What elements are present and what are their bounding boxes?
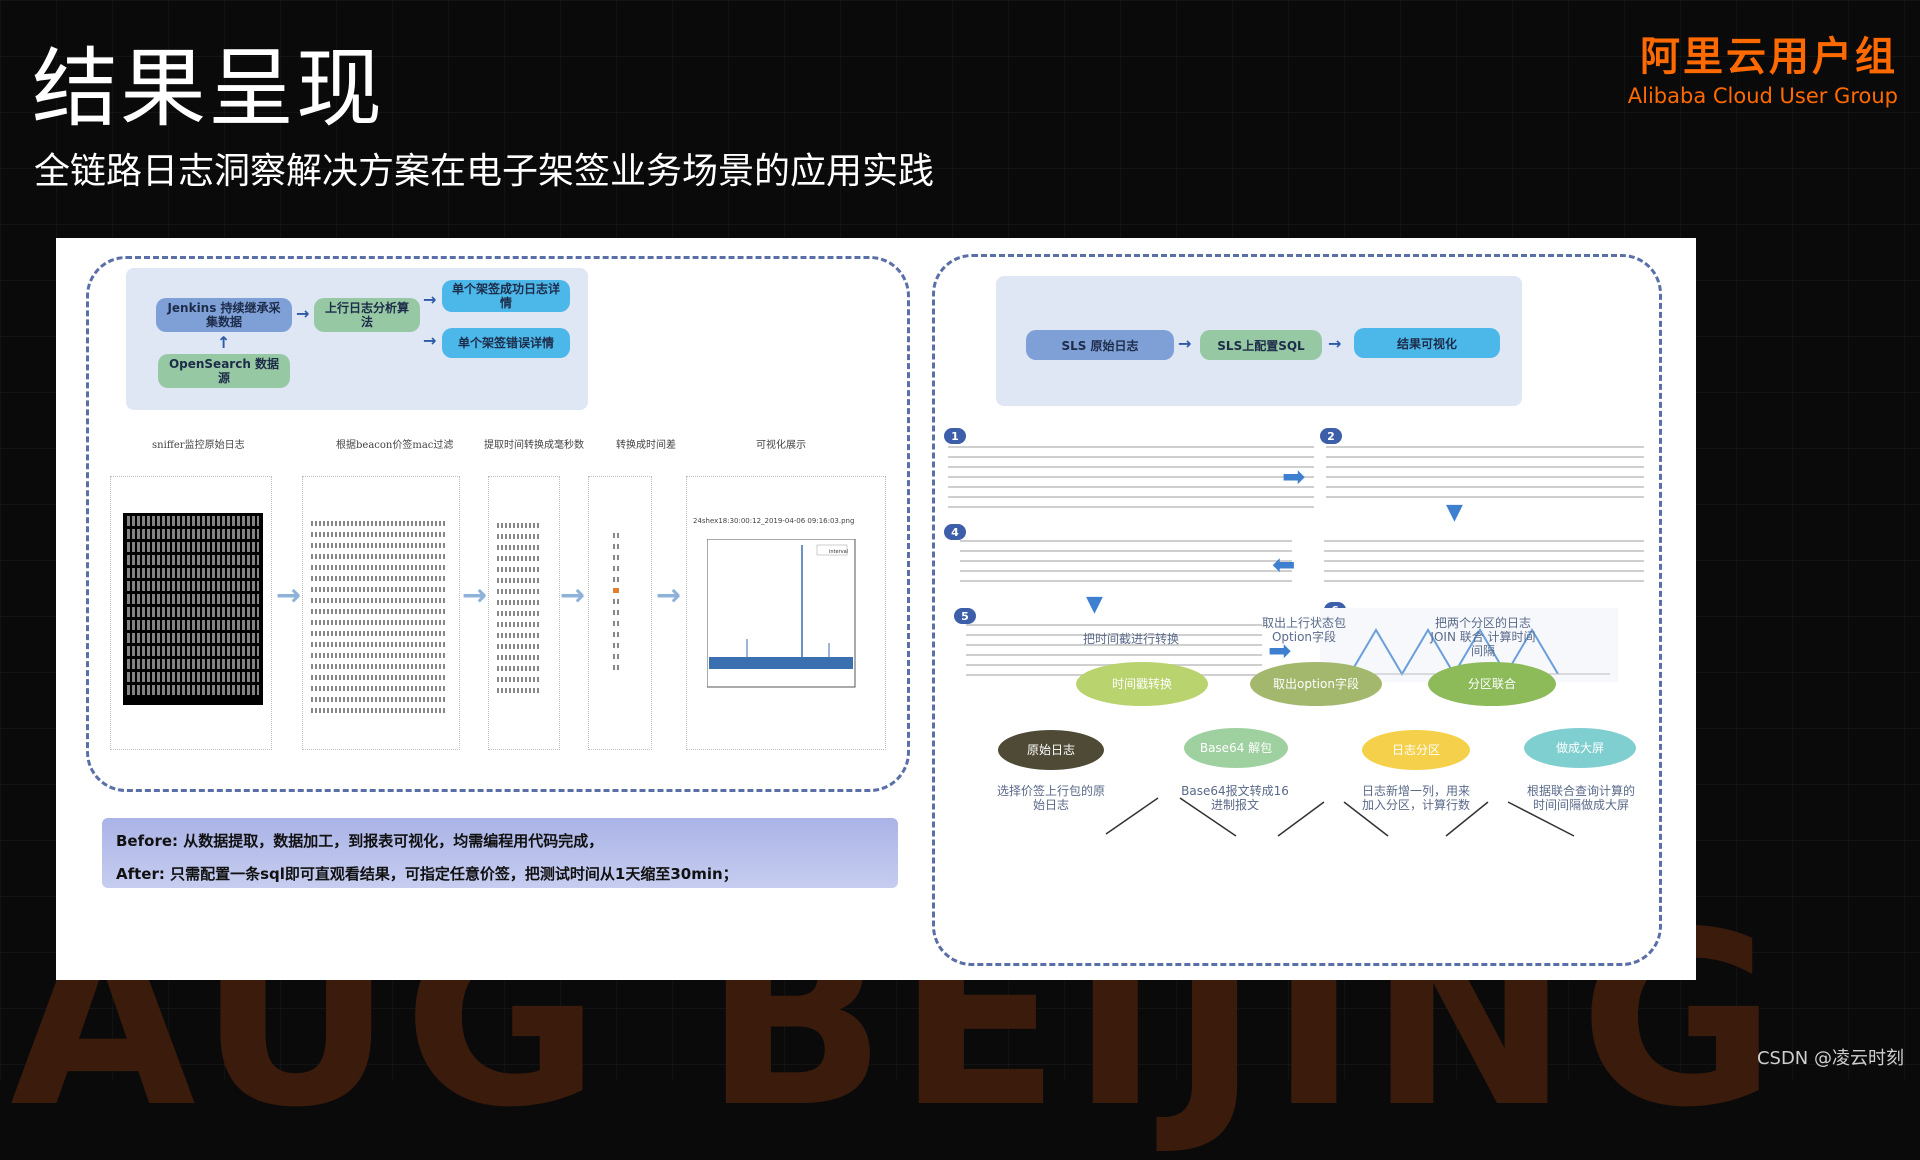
step-badge: 1 [944, 428, 966, 444]
cloud-time-convert: 时间戳转换 [1076, 662, 1208, 706]
arrow-right-icon: → [276, 578, 302, 613]
cloud-log-partition: 日志分区 [1362, 730, 1470, 770]
right-section [932, 254, 1662, 966]
jenkins-node: Jenkins 持续继承采集数据 [156, 298, 292, 332]
content-panel: Jenkins 持续继承采集数据 OpenSearch 数据源 上行日志分析算法… [56, 238, 1696, 980]
caption-join: 把两个分区的日志 JOIN 联合 计算时间间隔 [1430, 616, 1536, 658]
caption-bigscreen: 根据联合查询计算的时间间隔做成大屏 [1526, 784, 1635, 812]
arrow-right-icon: → [656, 578, 682, 613]
sls-visual-node: 结果可视化 [1354, 328, 1500, 358]
cloud-connectors [1105, 797, 1575, 837]
stage-raw-log [110, 476, 272, 750]
chart-caption: 24shex18:30:00:12_2019-04-06 09:16:03.pn… [693, 517, 855, 525]
stage-label: sniffer监控原始日志 [152, 440, 245, 451]
caption-raw: 选择价签上行包的原始日志 [996, 784, 1105, 812]
arrow-right-icon: → [423, 290, 437, 309]
cloud-option-field: 取出option字段 [1250, 662, 1382, 706]
error-log-node: 单个架签错误详情 [442, 328, 570, 358]
step-4-table [960, 532, 1292, 590]
brand-name-en: Alibaba Cloud User Group [1627, 84, 1898, 108]
arrow-up-icon: ↑ [217, 333, 231, 352]
arrow-right-icon: ➡ [1268, 634, 1292, 667]
step-badge: 4 [944, 524, 966, 540]
chart-legend: interval [829, 549, 848, 555]
sls-sql-node: SLS上配置SQL [1200, 330, 1322, 360]
arrow-left-icon: ⬅ [1272, 548, 1296, 581]
page-subtitle: 全链路日志洞察解决方案在电子架签业务场景的应用实践 [34, 151, 935, 192]
step-badge: 2 [1320, 428, 1342, 444]
step-3-table [1324, 532, 1644, 590]
arrow-right-icon: → [296, 304, 310, 323]
page-title: 结果呈现 [32, 39, 384, 139]
note-after: After: 只需配置一条sql即可直观看结果，可指定任意价签，把测试时间从1天… [116, 865, 738, 883]
note-before: Before: 从数据提取，数据加工，到报表可视化，均需编程用代码完成， [116, 832, 604, 850]
cloud-partition-join: 分区联合 [1428, 662, 1556, 706]
arrow-right-icon: ➡ [1282, 460, 1306, 493]
stage-milliseconds [488, 476, 560, 750]
stage-time-diff [588, 476, 652, 750]
arrow-down-icon: ▼ [1446, 500, 1463, 525]
caption-time: 把时间截进行转换 [1082, 632, 1179, 646]
arrow-down-icon: ▼ [1086, 592, 1103, 617]
opensearch-node: OpenSearch 数据源 [158, 354, 290, 388]
caption-log-partition: 日志新增一列，用来加入分区，计算行数 [1362, 784, 1471, 812]
success-log-node: 单个架签成功日志详情 [442, 280, 570, 312]
before-after-note: Before: 从数据提取，数据加工，到报表可视化，均需编程用代码完成， Aft… [102, 818, 898, 888]
arrow-right-icon: → [423, 331, 437, 350]
stage-label: 转换成时间差 [616, 440, 676, 451]
cloud-base64: Base64 解包 [1184, 728, 1288, 768]
arrow-right-icon: → [462, 578, 488, 613]
cloud-bigscreen: 做成大屏 [1524, 728, 1636, 768]
sls-raw-log-node: SLS 原始日志 [1026, 330, 1174, 360]
stage-filtered-log [302, 476, 460, 750]
caption-option: 取出上行状态包Option字段 [1261, 616, 1346, 644]
brand-name-cn: 阿里云用户组 [1640, 34, 1898, 80]
upstream-analysis-node: 上行日志分析算法 [314, 298, 420, 332]
brand-logo: 阿里云用户组 Alibaba Cloud User Group [1628, 24, 1898, 108]
left-section [86, 256, 910, 792]
stage-label: 提取时间转换成毫秒数 [484, 440, 584, 451]
step-1-table [948, 438, 1314, 516]
arrow-right-icon: → [1178, 334, 1192, 353]
step-2-table [1326, 438, 1644, 506]
cloud-raw-log: 原始日志 [998, 730, 1104, 770]
stage-label: 根据beacon价签mac过滤 [336, 440, 454, 451]
stage-visualization: 24shex18:30:00:12_2019-04-06 09:16:03.pn… [686, 476, 886, 750]
arrow-right-icon: → [560, 578, 586, 613]
caption-base64: Base64报文转成16进制报文 [1181, 784, 1289, 812]
terminal-screenshot [123, 513, 263, 705]
csdn-credit: CSDN @凌云时刻 [1756, 1048, 1904, 1069]
interval-chart: interval [707, 539, 856, 688]
step-badge: 5 [954, 608, 976, 624]
stage-label: 可视化展示 [756, 440, 806, 451]
arrow-right-icon: → [1328, 334, 1342, 353]
